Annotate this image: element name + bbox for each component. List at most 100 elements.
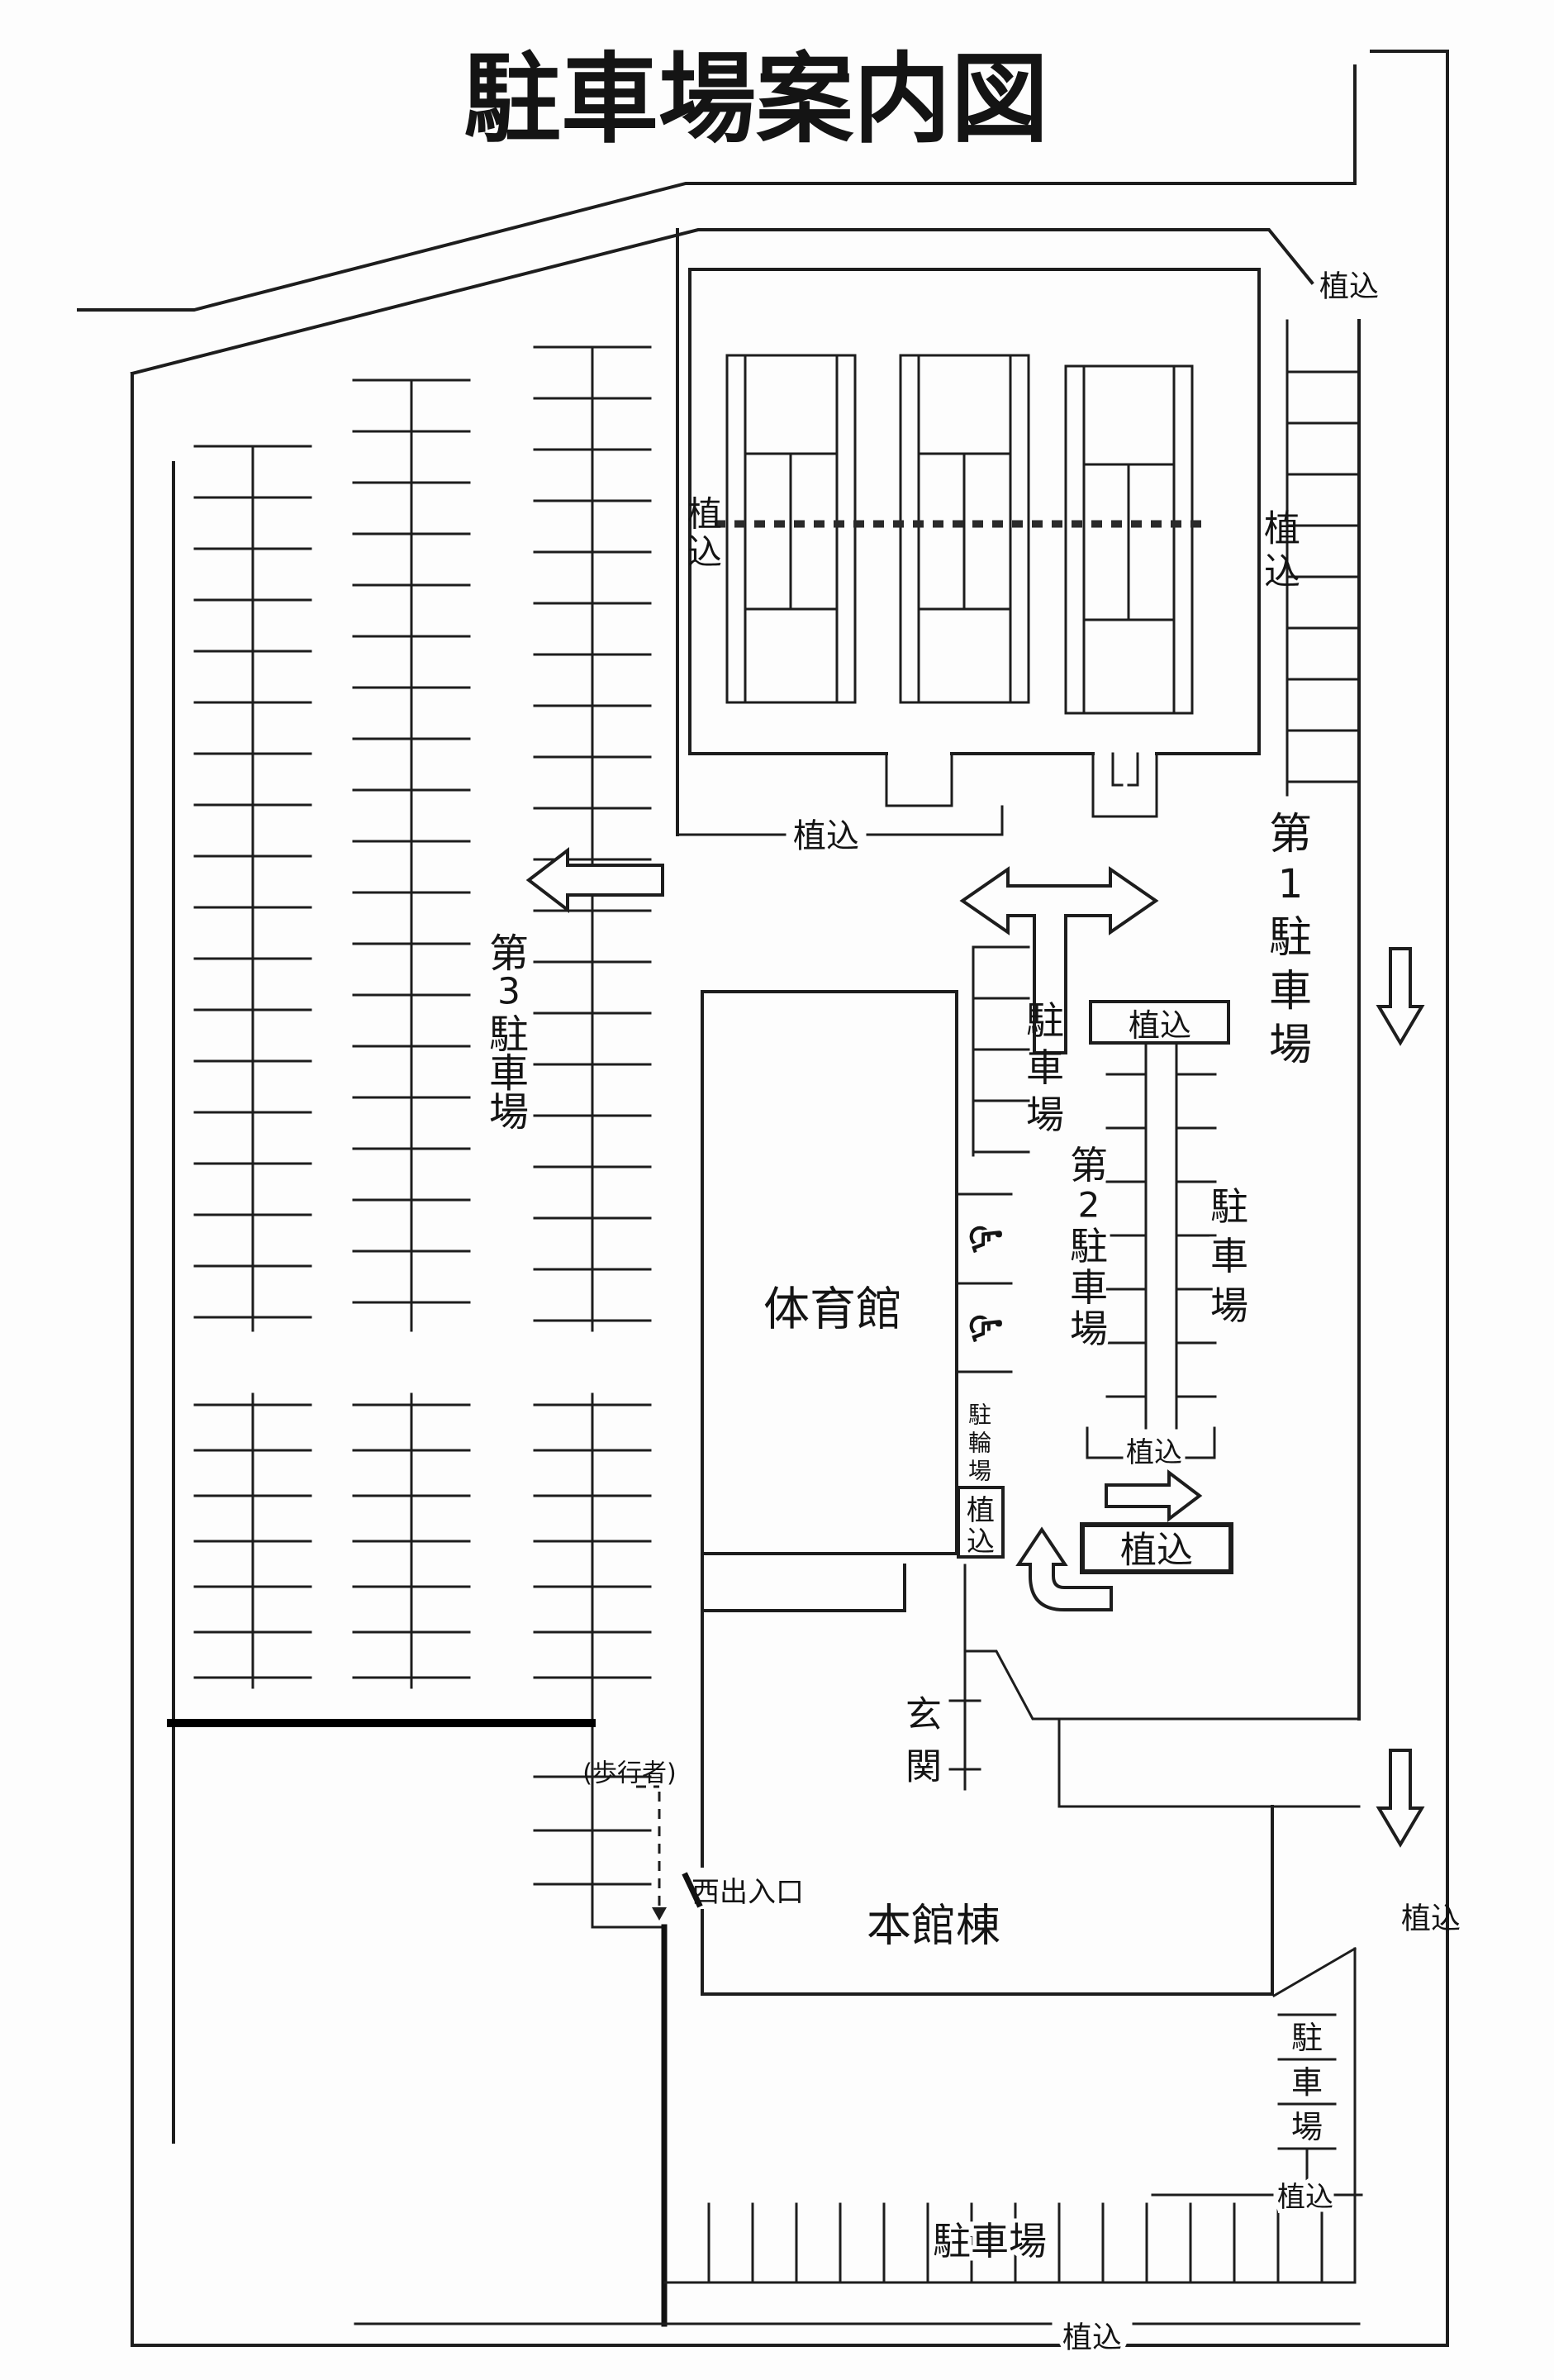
planting-big-box: [1080, 1522, 1233, 1574]
lot3-comb-3-lower: [533, 1392, 666, 1929]
bicycle-char-1: 輪: [968, 1430, 991, 1457]
planting-west-char-0: 植: [687, 494, 722, 535]
planting-label-tennis-east: 植 込: [1264, 508, 1300, 593]
mini-parking-char-2: 場: [1291, 2109, 1323, 2145]
entrance-plaza-lines: [963, 1649, 1361, 1808]
lot1-name-label: 第 1 駐 車 場: [1269, 810, 1312, 1070]
lot1-char-3: 車: [1269, 967, 1312, 1016]
planting-label-south: 植込: [1062, 2321, 1122, 2355]
page-title: 駐車場案内図: [463, 42, 1048, 156]
tennis-stub-west: [885, 752, 953, 807]
planting-east-char-0: 植: [1264, 508, 1300, 550]
arrow-t-junction-icon: [959, 866, 1159, 1054]
lot2-char-4: 場: [1070, 1307, 1108, 1351]
planting-gymbox-char-0: 植: [967, 1494, 995, 1527]
pedestrian-label: (歩行者): [582, 1759, 676, 1788]
lot1-stall-column: [1285, 319, 1361, 797]
boundary-north-outer: [77, 64, 1357, 312]
planting-label-gym-box: 植 込: [967, 1494, 995, 1559]
planting-label-lot2-bottom: 植込: [1126, 1436, 1182, 1469]
south-parking-label: 駐車場: [933, 2219, 1047, 2263]
tennis-court-1: [725, 354, 857, 704]
entrance-char-1: 関: [905, 1746, 942, 1788]
pedestrian-dashed-path: [636, 1785, 661, 1906]
lot3-char-4: 場: [489, 1089, 529, 1135]
gym-parking-char-0: 駐: [1026, 998, 1064, 1043]
gym-parking-char-1: 車: [1026, 1045, 1064, 1090]
gym-parking-char-2: 場: [1026, 1092, 1064, 1137]
wheelchair-icon: ♿: [959, 1220, 1011, 1259]
planting-label-big-box: 植込: [1120, 1530, 1193, 1572]
main-building-label: 本館棟: [867, 1900, 1000, 1952]
lot2-parking-char-0: 駐: [1210, 1184, 1248, 1229]
arrow-down-lower-icon: [1376, 1749, 1425, 1848]
planting-strip-line: [676, 805, 1004, 836]
boundary-north-inner: [130, 228, 1314, 376]
lot3-char-3: 車: [489, 1050, 529, 1097]
lot2-parking-char-1: 車: [1210, 1234, 1248, 1278]
south-parking-row: [663, 2202, 1357, 2284]
entrance-label: 玄 関: [905, 1694, 942, 1788]
entrance-char-0: 玄: [905, 1694, 942, 1736]
main-building-outline: [701, 1552, 1274, 1996]
tennis-court-3: [1064, 364, 1194, 715]
lot1-char-1: 1: [1278, 861, 1304, 907]
planting-label-east-lane: 植込: [1401, 1902, 1461, 1936]
planting-label-tennis-west: 植 込: [687, 494, 722, 573]
planting-label-southeast: 植込: [1277, 2181, 1333, 2214]
lot1-char-4: 場: [1269, 1021, 1312, 1070]
planting-east-char-1: 込: [1264, 551, 1300, 593]
lot2-name-label: 第 2 駐 車 場: [1066, 1139, 1112, 1355]
bicycle-char-2: 場: [968, 1458, 991, 1485]
lot1-char-0: 第: [1269, 810, 1312, 859]
arrow-left-icon: [525, 846, 664, 914]
lot3-char-2: 駐: [489, 1011, 529, 1058]
gym-planting-box: [957, 1486, 1005, 1559]
lot1-char-2: 駐: [1269, 913, 1312, 963]
mini-parking-char-1: 車: [1291, 2064, 1323, 2101]
lot3-comb-1-upper: [193, 445, 312, 1332]
planting-west-char-1: 込: [687, 532, 722, 573]
gym-building: [701, 990, 958, 1555]
entrance-door-wall: [948, 1564, 981, 1791]
lot3-char-0: 第: [489, 931, 529, 977]
lot2-char-2: 駐: [1070, 1224, 1108, 1269]
tennis-stub-east: [1091, 752, 1158, 818]
lot2-spine-combs: [1105, 1041, 1217, 1430]
gym-parking-label: 駐 車 場: [1026, 998, 1064, 1137]
tennis-court-2: [899, 354, 1030, 704]
lot2-parking-char-2: 場: [1210, 1283, 1248, 1328]
lot3-comb-2-upper: [352, 378, 471, 1332]
lot2-parking-label: 駐 車 場: [1206, 1180, 1252, 1332]
lot3-comb-1-lower: [193, 1392, 312, 1689]
planting-label-lot2-top: 植込: [1129, 1007, 1191, 1044]
planting-label-strip: 植込: [793, 817, 859, 855]
lot2-char-1: 2: [1078, 1185, 1100, 1226]
lot2-planting-box-top: [1089, 1000, 1230, 1045]
lot3-char-1: 3: [497, 971, 520, 1013]
west-gate-mark: [682, 1872, 703, 1908]
gym-east-stalls: [972, 945, 1030, 1157]
bicycle-char-0: 駐: [968, 1402, 991, 1429]
planting-gymbox-char-1: 込: [967, 1526, 995, 1559]
arrow-right-icon: [1105, 1468, 1203, 1523]
lot3-name-label: 第 3 駐 車 場: [489, 931, 529, 1135]
bicycle-parking-label: 駐 輪 場: [968, 1402, 991, 1485]
arrow-curve-up-icon: [1015, 1526, 1113, 1611]
southeast-mini-lot: [1271, 1946, 1357, 2284]
lot2-char-0: 第: [1070, 1143, 1108, 1188]
accessible-stall-lines: [957, 1192, 1013, 1373]
lot2-planting-bracket-bottom: [1086, 1426, 1216, 1459]
lot2-char-3: 車: [1070, 1265, 1108, 1310]
arrow-down-upper-icon: [1376, 947, 1425, 1046]
gym-label: 体育館: [763, 1283, 902, 1337]
pedestrian-path-arrowhead: [652, 1907, 667, 1921]
planting-label-northeast: 植込: [1319, 270, 1379, 304]
lot3-comb-3-upper: [533, 345, 652, 1332]
boundary-east: [1370, 50, 1449, 2347]
wheelchair-icon: ♿: [959, 1309, 1011, 1349]
tennis-enclosure: [688, 268, 1261, 755]
mini-parking-char-0: 駐: [1291, 2020, 1323, 2056]
